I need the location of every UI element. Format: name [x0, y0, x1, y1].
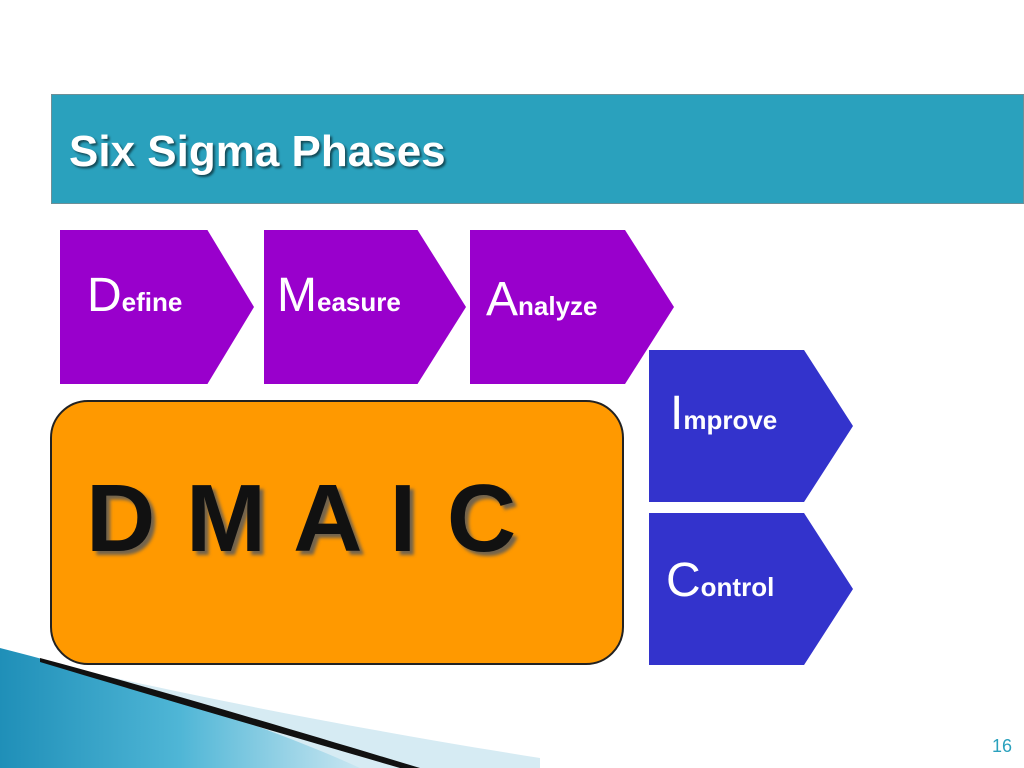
phase-label-improve: Improve	[670, 390, 777, 438]
phase-label-analyze: Analyze	[486, 276, 598, 324]
phase-rest-measure: easure	[316, 287, 401, 317]
phase-chevron-analyze: Analyze	[470, 230, 674, 384]
page-number: 16	[991, 736, 1012, 756]
phase-initial-control: C	[666, 554, 701, 607]
acronym-text: D M A I C	[86, 465, 519, 572]
phase-initial-measure: M	[277, 269, 317, 322]
phase-label-define: Define	[87, 272, 182, 320]
phase-initial-improve: I	[670, 387, 684, 440]
phase-rest-analyze: nalyze	[518, 291, 598, 321]
swoosh-blue-band	[0, 648, 360, 768]
phase-chevron-measure: Measure	[264, 230, 466, 384]
phase-rest-control: ontrol	[700, 572, 775, 602]
phase-chevron-define: Define	[60, 230, 254, 384]
decorative-swoosh	[0, 648, 540, 768]
phase-label-control: Control	[666, 557, 774, 605]
phase-rest-improve: mprove	[683, 405, 778, 435]
title-bar: Six Sigma Phases	[51, 94, 1024, 204]
phase-chevron-improve: Improve	[649, 350, 853, 502]
phase-initial-analyze: A	[486, 273, 519, 326]
phase-chevron-control: Control	[649, 513, 853, 665]
acronym-box: D M A I C	[50, 400, 624, 665]
phase-label-measure: Measure	[277, 272, 401, 320]
phase-initial-define: D	[87, 269, 122, 322]
swoosh-dark-stroke	[40, 658, 420, 768]
slide-title: Six Sigma Phases	[69, 127, 446, 176]
phase-rest-define: efine	[121, 287, 183, 317]
